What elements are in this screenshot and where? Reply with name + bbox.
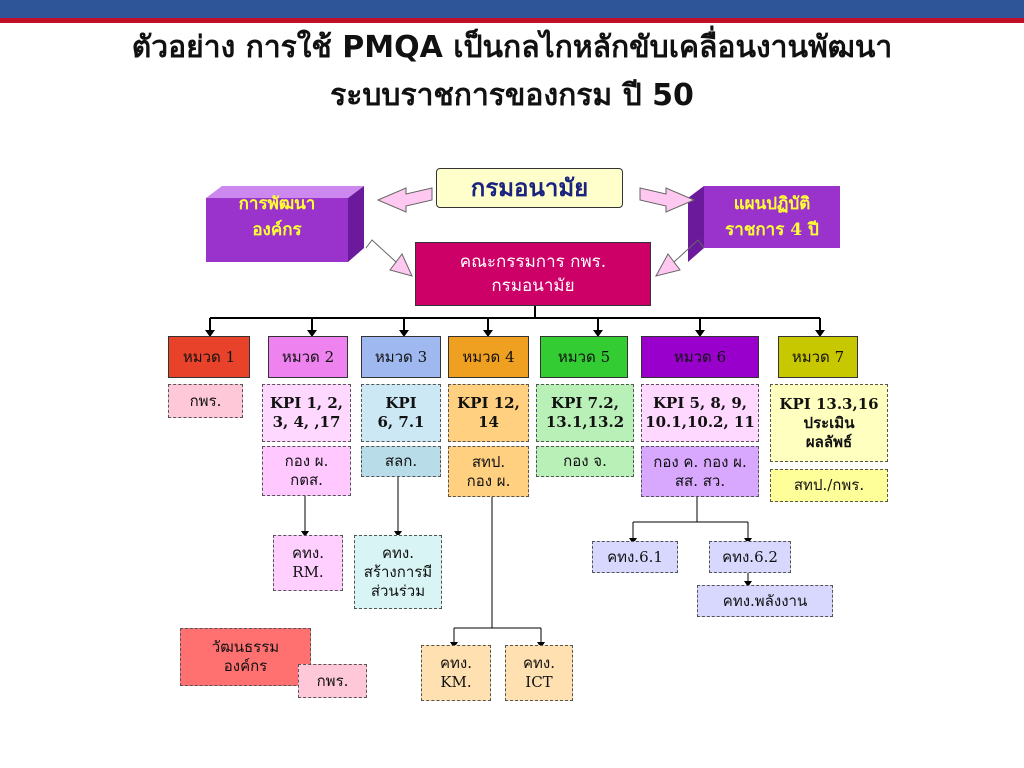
category-5: หมวด 5 bbox=[540, 336, 628, 378]
org-dev-box: การพัฒนา องค์กร bbox=[238, 194, 316, 240]
header-accent-line bbox=[0, 18, 1024, 23]
owner-category-2: กอง ผ. กตส. bbox=[262, 446, 351, 496]
team-km: คทง. KM. bbox=[421, 645, 491, 701]
team-ict: คทง. ICT bbox=[505, 645, 573, 701]
committee-box: คณะกรรมการ กพร. กรมอนามัย bbox=[415, 242, 651, 306]
org-dev-box-top bbox=[206, 186, 364, 198]
department-box: กรมอนามัย bbox=[436, 168, 623, 208]
plan-box-front bbox=[704, 186, 840, 248]
culture-box: วัฒนธรรม องค์กร bbox=[180, 628, 311, 686]
owner-category-6: กอง ค. กอง ผ. สส. สว. bbox=[641, 446, 759, 497]
category-4: หมวด 4 bbox=[448, 336, 529, 378]
kpi-category-1: กพร. bbox=[168, 384, 243, 418]
org-dev-box-front bbox=[206, 198, 348, 262]
kpi-category-7: KPI 13.3,16 ประเมิน ผลลัพธ์ bbox=[770, 384, 888, 462]
owner-category-4: สทป. กอง ผ. bbox=[448, 446, 529, 497]
category-7: หมวด 7 bbox=[778, 336, 858, 378]
page-title-line-2: ระบบราชการของกรม ปี 50 bbox=[330, 78, 694, 113]
arrow-to-org-dev bbox=[376, 187, 433, 213]
plan-box: แผนปฏิบัติ ราชการ 4 ปี bbox=[725, 194, 819, 240]
category-3: หมวด 3 bbox=[361, 336, 441, 378]
page-title-line-1: ตัวอย่าง การใช้ PMQA เป็นกลไกหลักขับเคลื… bbox=[131, 30, 893, 65]
team-participation: คทง. สร้างการมี ส่วนร่วม bbox=[354, 535, 442, 609]
team-6-1: คทง.6.1 bbox=[592, 541, 678, 573]
header-bar bbox=[0, 0, 1024, 18]
arrow-org-dev-to-committee bbox=[365, 239, 413, 277]
culture-owner-box: กพร. bbox=[298, 664, 367, 698]
kpi-category-3: KPI 6, 7.1 bbox=[361, 384, 441, 442]
team-energy: คทง.พลังงาน bbox=[697, 585, 833, 617]
category-2: หมวด 2 bbox=[268, 336, 348, 378]
arrow-to-plan bbox=[639, 187, 696, 213]
owner-category-3: สลก. bbox=[361, 446, 441, 477]
kpi-category-4: KPI 12, 14 bbox=[448, 384, 529, 442]
arrow-plan-to-committee bbox=[655, 239, 705, 277]
org-dev-box-side bbox=[348, 186, 364, 262]
kpi-category-2: KPI 1, 2, 3, 4, ,17 bbox=[262, 384, 351, 442]
kpi-category-5: KPI 7.2, 13.1,13.2 bbox=[536, 384, 634, 442]
owner-category-7: สทป./กพร. bbox=[770, 469, 888, 502]
plan-box-side bbox=[688, 186, 704, 262]
owner-category-5: กอง จ. bbox=[536, 446, 634, 477]
team-6-2: คทง.6.2 bbox=[709, 541, 791, 573]
category-6: หมวด 6 bbox=[641, 336, 759, 378]
kpi-category-6: KPI 5, 8, 9, 10.1,10.2, 11 bbox=[641, 384, 759, 442]
category-1: หมวด 1 bbox=[168, 336, 250, 378]
team-rm: คทง. RM. bbox=[273, 535, 343, 591]
